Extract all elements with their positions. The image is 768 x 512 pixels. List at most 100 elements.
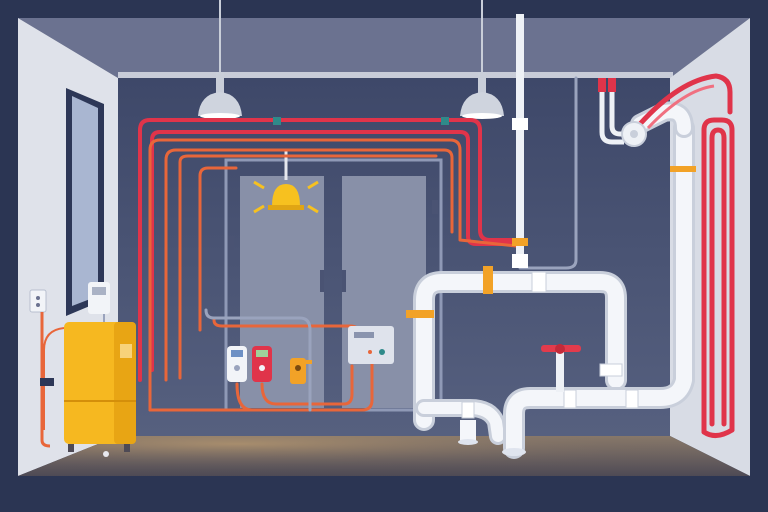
pendant-lamp-icon — [460, 92, 504, 116]
floor-bottom-band — [0, 476, 768, 512]
floor-glow — [18, 436, 750, 476]
orange-wire — [198, 166, 238, 332]
pipe-coupling — [531, 271, 547, 293]
lamp-stem — [478, 72, 486, 94]
cable-clip — [40, 378, 54, 386]
ceiling-light-icon — [272, 184, 300, 206]
panel-led — [368, 350, 372, 354]
conduit-line — [204, 308, 312, 412]
heating-pipe-shadow — [646, 84, 715, 130]
boiler — [64, 322, 136, 457]
valve-stem — [556, 352, 564, 392]
light-ray — [307, 180, 319, 190]
switch-bracket — [306, 360, 312, 364]
electric-meter-red — [252, 346, 272, 382]
lamp-bulb-glow — [200, 113, 240, 119]
pipe-foot-base — [502, 448, 526, 456]
light-ray — [253, 180, 265, 190]
ceiling-light — [253, 150, 319, 214]
pipe-band-orange — [670, 166, 696, 172]
pendant-lamp-right — [460, 0, 504, 119]
back-door-right — [342, 176, 426, 408]
ceiling-trim — [118, 72, 673, 78]
electric-meter-icon — [88, 282, 110, 314]
orange-wire — [164, 148, 454, 382]
control-panel — [348, 326, 394, 364]
pipe-band-orange — [512, 238, 528, 246]
pipe-band-orange — [406, 310, 434, 318]
door-handle — [320, 270, 324, 292]
pipe-band-orange — [483, 266, 493, 294]
boiler-side-shade — [114, 322, 136, 444]
light-ray — [253, 204, 265, 214]
pump-hub — [630, 130, 638, 138]
boiler-seam — [64, 400, 136, 402]
manifold-pipe — [599, 86, 624, 145]
main-pipe — [416, 274, 624, 428]
heating-coil — [637, 73, 735, 438]
pipe-coupling — [461, 401, 475, 419]
manifold-cap — [608, 78, 616, 92]
boiler-leg — [68, 444, 74, 452]
wire-connector — [273, 117, 281, 125]
conduit-gray — [204, 76, 578, 412]
boiler-leg — [124, 444, 130, 452]
switch-knob — [295, 365, 301, 371]
lower-pipe — [506, 120, 692, 456]
pendant-lamp-icon — [198, 92, 242, 116]
pipe-coupling — [512, 118, 528, 130]
lamp-bulb-glow — [462, 113, 502, 119]
control-panel-icon — [348, 326, 394, 364]
valve-knob — [555, 344, 565, 354]
meter-dial — [259, 365, 265, 371]
conduit-line — [518, 76, 578, 270]
meter-dial — [234, 365, 240, 371]
orange-wire — [148, 358, 374, 412]
valve — [541, 344, 581, 392]
outlet-hole — [36, 303, 40, 307]
pipe-coupling — [563, 389, 577, 409]
meter-screen — [256, 350, 268, 357]
door-hinge — [228, 236, 234, 250]
light-rim — [268, 205, 304, 210]
pipe-coupling — [625, 389, 639, 409]
boiler-cable — [43, 327, 65, 430]
heating-pipe — [701, 427, 735, 438]
red-wire — [138, 118, 518, 382]
manifold-pipe — [609, 86, 628, 137]
pipe-foot-base — [458, 439, 478, 445]
vertical-supply-pipe — [512, 14, 528, 268]
electric-switch-orange — [290, 358, 312, 384]
manifold-cap — [598, 78, 606, 92]
electric-meter-white — [227, 346, 247, 382]
meter-screen — [231, 350, 243, 357]
power-outlet — [29, 289, 47, 313]
pump-manifold — [598, 78, 647, 147]
heating-pipe — [637, 73, 733, 127]
pipe-coupling — [512, 254, 528, 268]
meter-screen — [92, 287, 106, 295]
orange-wire — [178, 154, 438, 380]
boiler-wheel — [103, 451, 109, 457]
pipe-segment — [516, 14, 524, 268]
heating-pipe — [709, 127, 727, 427]
panel-display — [354, 332, 374, 338]
boiler-label — [120, 344, 132, 358]
door-hinge — [432, 200, 438, 214]
pipe-coupling — [599, 363, 623, 377]
wall-window-glass — [72, 96, 98, 306]
orange-wire — [148, 138, 518, 412]
orange-wire — [235, 382, 254, 412]
wire-connector — [441, 117, 449, 125]
panel-led — [379, 349, 385, 355]
ceiling — [18, 18, 750, 78]
outlet-cable — [40, 312, 51, 448]
orange-wire — [260, 364, 354, 406]
power-outlet-icon — [29, 289, 47, 313]
outlet-hole — [36, 296, 40, 300]
door-handle — [342, 270, 346, 292]
lamp-stem — [216, 72, 224, 94]
pipe-foot — [460, 420, 476, 442]
pendant-lamp-left — [198, 0, 242, 119]
